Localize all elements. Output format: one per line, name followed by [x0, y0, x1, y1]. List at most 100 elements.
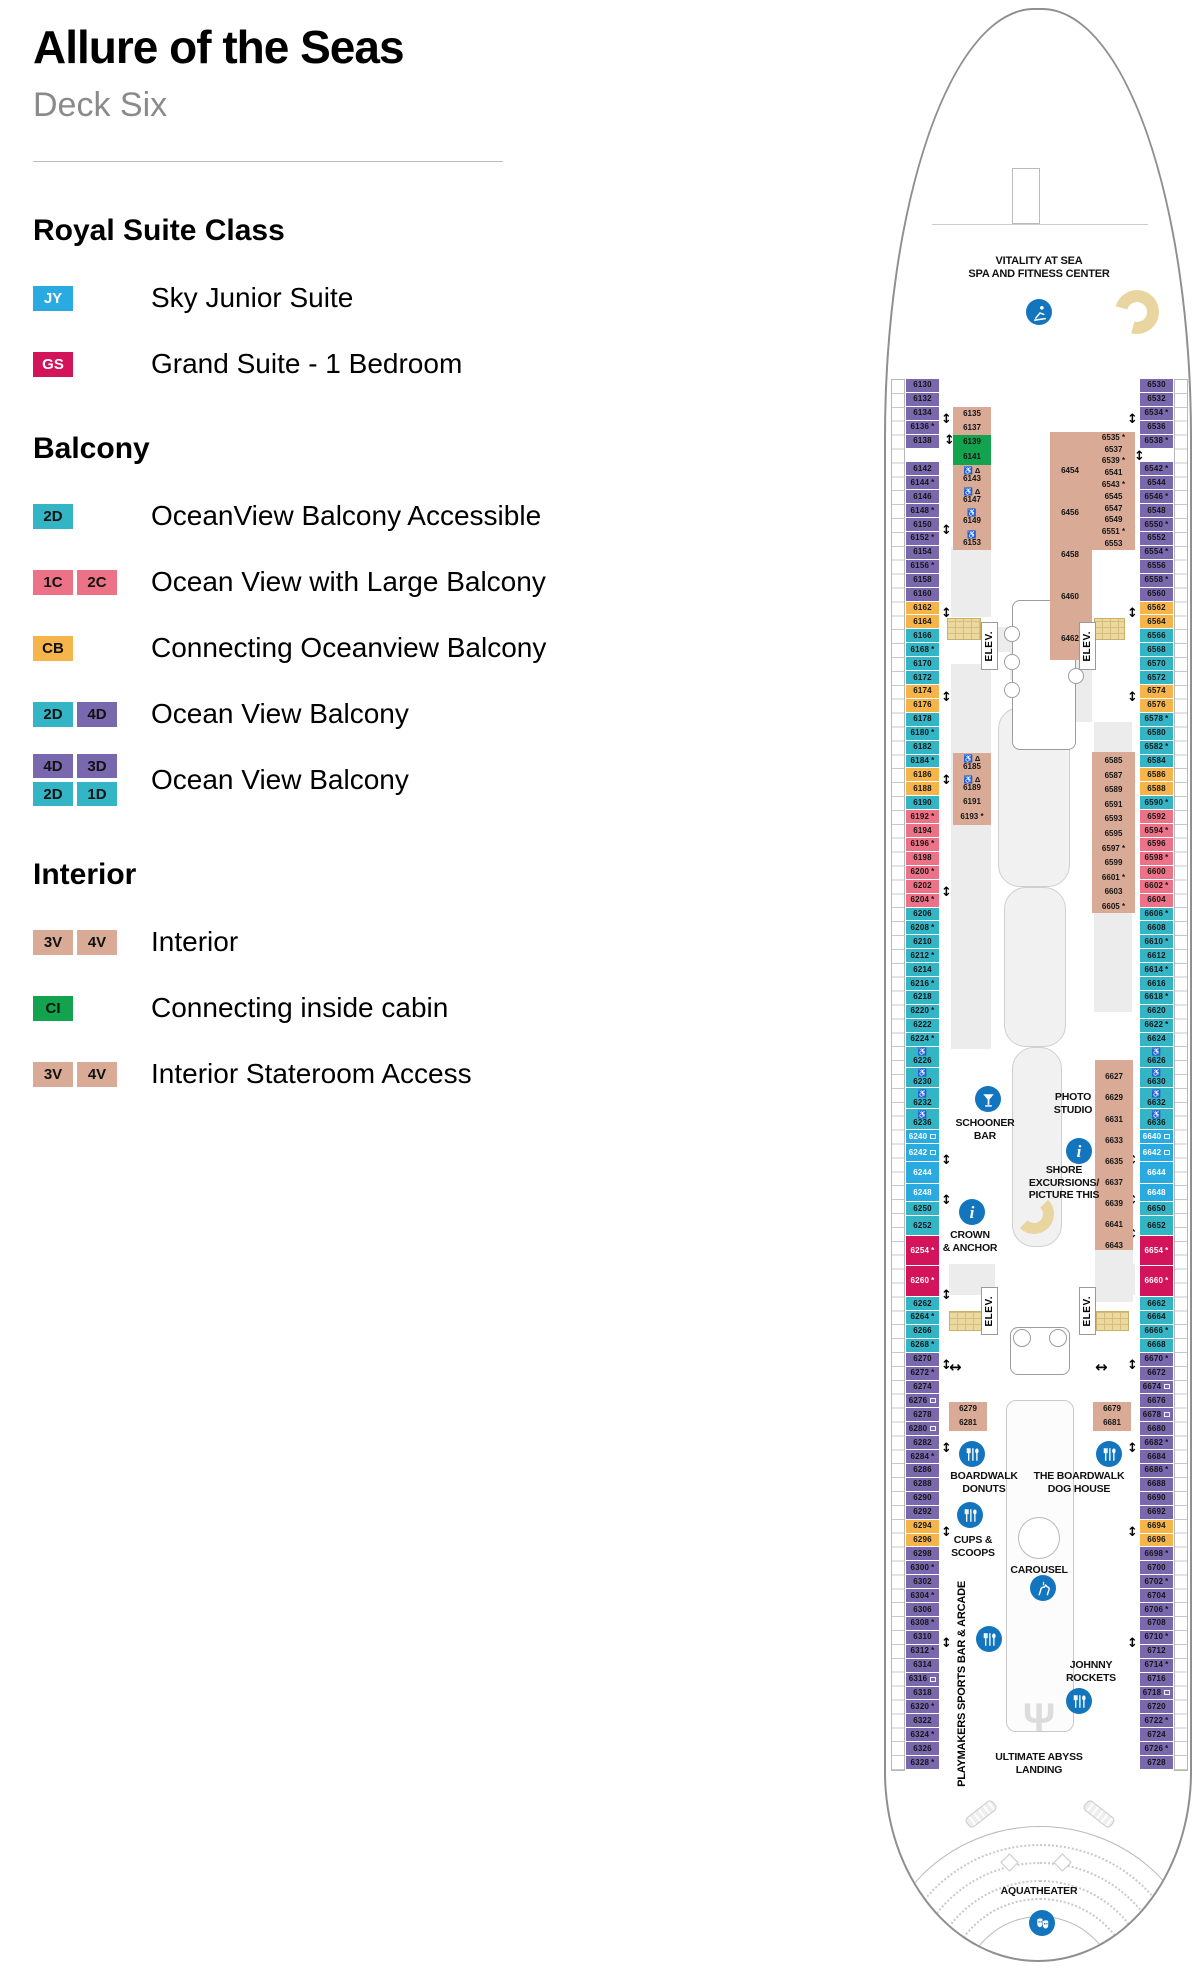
sofa-bed-icon: [930, 1398, 937, 1404]
cabin-6588: 6588: [1140, 782, 1173, 797]
cabin-number: 6578: [1144, 714, 1164, 724]
cabin-6542: 6542*: [1140, 462, 1173, 477]
cabin-6274: 6274: [906, 1380, 939, 1395]
cabin-6304: 6304*: [906, 1589, 939, 1604]
cabin-6300: 6300*: [906, 1561, 939, 1576]
legend-badges: JY: [33, 285, 151, 311]
cabin-number: 6670: [1144, 1354, 1164, 1364]
cabin-number: 6250: [913, 1203, 932, 1213]
cabin-6324: 6324*: [906, 1728, 939, 1743]
sofa-bed-icon: [930, 1134, 937, 1140]
cabin-number: 6543 *: [1101, 479, 1126, 489]
cabin-6696: 6696: [1140, 1533, 1173, 1548]
cabin-number: 6460: [1061, 591, 1079, 601]
elevator-label: ELEV.: [1079, 622, 1096, 670]
cabin-number: 6596: [1147, 839, 1166, 849]
cabin-6276: 6276: [906, 1394, 939, 1409]
cabin-6666: 6666*: [1140, 1324, 1173, 1339]
cabin-number: 6632: [1147, 1097, 1166, 1107]
connecting-marker: *: [931, 1590, 935, 1600]
info-icon: i: [959, 1199, 985, 1225]
legend-badge-2D: 2D: [33, 782, 73, 806]
cabin-6292: 6292: [906, 1505, 939, 1520]
sofa-bed-icon: [1164, 1384, 1171, 1390]
cabin-6134: 6134: [906, 406, 939, 421]
stairs-hatch: [1096, 1311, 1129, 1331]
cabin-number: 6156: [910, 561, 930, 571]
cabin-number: 6605 *: [1101, 902, 1126, 912]
cabin-number: 6139: [963, 437, 981, 447]
cabin-6282: 6282: [906, 1436, 939, 1451]
cabin-6270: 6270: [906, 1352, 939, 1367]
venue-text: LANDING: [1015, 1763, 1063, 1776]
connecting-marker: *: [1165, 436, 1169, 446]
cabin-6137: 6137: [953, 421, 991, 435]
bow-line: [932, 224, 1148, 225]
cabin-number: 6220: [910, 1006, 930, 1016]
cabin-6456: 6456: [1050, 492, 1090, 534]
elevator-label: ELEV.: [981, 622, 998, 670]
connecting-marker: *: [1165, 1604, 1169, 1614]
connecting-marker: *: [931, 1368, 935, 1378]
cabin-number: 6326: [913, 1743, 932, 1753]
stairs-arrow-icon: ↕: [941, 689, 952, 705]
cabin-number: 6637: [1105, 1177, 1123, 1187]
cabin-number: 6722: [1144, 1715, 1164, 1725]
wheelchair-icon: ♿: [1151, 1068, 1162, 1078]
cabin-6218: 6218: [906, 991, 939, 1005]
cabin-number: 6276: [908, 1395, 928, 1405]
legend-badge-1C: 1C: [33, 569, 73, 595]
cabin-6692: 6692: [1140, 1505, 1173, 1520]
utensils-icon: [957, 1502, 983, 1528]
cabin-number: 6552: [1147, 533, 1166, 543]
cabin-6674: 6674: [1140, 1380, 1173, 1395]
cabin-number: 6136: [910, 422, 930, 432]
cabin-6710: 6710*: [1140, 1630, 1173, 1645]
cabin-6286: 6286: [906, 1463, 939, 1478]
cabin-6222: 6222: [906, 1018, 939, 1033]
cabin-number: 6668: [1147, 1340, 1166, 1350]
masks-icon: [1029, 1910, 1055, 1936]
cabin-6138: 6138: [906, 434, 939, 449]
cabin-6602: 6602*: [1140, 879, 1173, 894]
cabin-6590: 6590*: [1140, 796, 1173, 811]
cabin-6600: 6600: [1140, 865, 1173, 880]
info-glyph: i: [1076, 1141, 1082, 1161]
connecting-marker: *: [1165, 1576, 1169, 1586]
cabin-6538: 6538*: [1140, 434, 1173, 449]
cabin-number: 6164: [913, 616, 932, 626]
cabin-6214: 6214: [906, 963, 939, 978]
connecting-marker: *: [1165, 853, 1169, 863]
cabin-6633: 6633: [1095, 1130, 1133, 1151]
legend-item-label: Ocean View Balcony: [151, 764, 409, 795]
cabin-6570: 6570: [1140, 657, 1173, 672]
cabin-number: 6544: [1147, 477, 1166, 487]
cabin-number: 6680: [1147, 1423, 1166, 1433]
connecting-marker: *: [931, 950, 935, 960]
cabin-number: 6216: [910, 978, 930, 988]
interior-cabin-block: [949, 1402, 987, 1431]
cabin-number: 6700: [1147, 1562, 1166, 1572]
cabin-6298: 6298: [906, 1547, 939, 1562]
cabin-6158: 6158: [906, 573, 939, 588]
elevator-door-arc: [1004, 626, 1020, 642]
utensils-icon: [959, 1441, 985, 1467]
stairs-arrow-icon: ↕: [941, 1153, 952, 1169]
venue-text: SCOOPS: [951, 1546, 995, 1559]
divider: [33, 161, 503, 162]
connecting-marker: *: [931, 867, 935, 877]
cabin-6198: 6198: [906, 851, 939, 866]
cabin-number: 6146: [913, 491, 932, 501]
cabin-6212: 6212*: [906, 949, 939, 964]
cabin-number: 6192: [910, 811, 930, 821]
cabin-6454: 6454: [1050, 450, 1090, 492]
cabin-6230: ♿6230: [906, 1067, 939, 1089]
cabin-6636: ♿6636: [1140, 1109, 1173, 1131]
stairs-arrow-icon: ↕: [1127, 1635, 1138, 1651]
sofa-bed-icon: [1164, 1150, 1171, 1156]
cabin-number: 6320: [910, 1701, 930, 1711]
cabin-6640: 6640: [1140, 1130, 1173, 1145]
cabin-6544: 6544: [1140, 476, 1173, 491]
